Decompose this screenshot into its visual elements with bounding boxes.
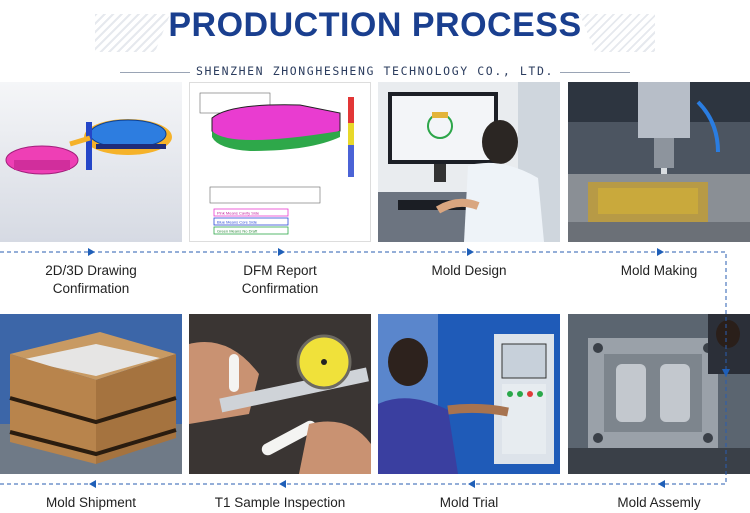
arrow-right-icon: [467, 248, 474, 256]
subtitle-rule-left: [120, 72, 190, 73]
arrow-left-icon: [89, 480, 96, 488]
mold-shipment-photo: [0, 314, 182, 474]
step-card-mold-design: [378, 82, 560, 242]
page-title: PRODUCTION PROCESS: [168, 6, 582, 44]
step-label-mold-design: Mold Design: [431, 263, 507, 278]
cad-drawing-image: [0, 82, 182, 242]
arrow-right-icon: [657, 248, 664, 256]
arrow-left-icon: [279, 480, 286, 488]
title-banner-plate: [155, 8, 595, 52]
dfm-note-blue: Blue Means Core Side: [217, 220, 258, 225]
t1-inspection-photo: [189, 314, 371, 474]
step-card-mold-making: [568, 82, 750, 242]
step-label-mold-making: Mold Making: [620, 263, 698, 278]
dfm-note-green: Green Means No Draft: [217, 229, 258, 234]
mold-making-photo: [568, 82, 750, 242]
step-label-mold-assembly: Mold Assemly: [617, 495, 701, 510]
step-card-t1-inspection: [189, 314, 371, 474]
mold-assembly-photo: [568, 314, 750, 474]
mold-design-photo: [378, 82, 560, 242]
step-label-mold-trial: Mold Trial: [439, 495, 499, 510]
step-card-mold-trial: [378, 314, 560, 474]
mold-trial-photo: [378, 314, 560, 474]
arrow-left-icon: [658, 480, 665, 488]
title-banner: [95, 8, 655, 52]
step-card-mold-assembly: [568, 314, 750, 474]
arrow-right-icon: [278, 248, 285, 256]
step-label-t1-inspection: T1 Sample Inspection: [214, 495, 346, 510]
arrow-right-icon: [88, 248, 95, 256]
subtitle-rule-right: [560, 72, 630, 73]
step-card-dfm: Pink Means Cavity Side Blue Means Core S…: [189, 82, 371, 242]
step-label-mold-shipment: Mold Shipment: [45, 495, 137, 510]
company-name: SHENZHEN ZHONGHESHENG TECHNOLOGY CO., LT…: [196, 64, 554, 78]
dfm-report-image: Pink Means Cavity Side Blue Means Core S…: [190, 83, 370, 241]
arrow-left-icon: [468, 480, 475, 488]
step-card-drawing: [0, 82, 182, 242]
dfm-note-pink: Pink Means Cavity Side: [217, 211, 260, 216]
step-card-mold-shipment: [0, 314, 182, 474]
